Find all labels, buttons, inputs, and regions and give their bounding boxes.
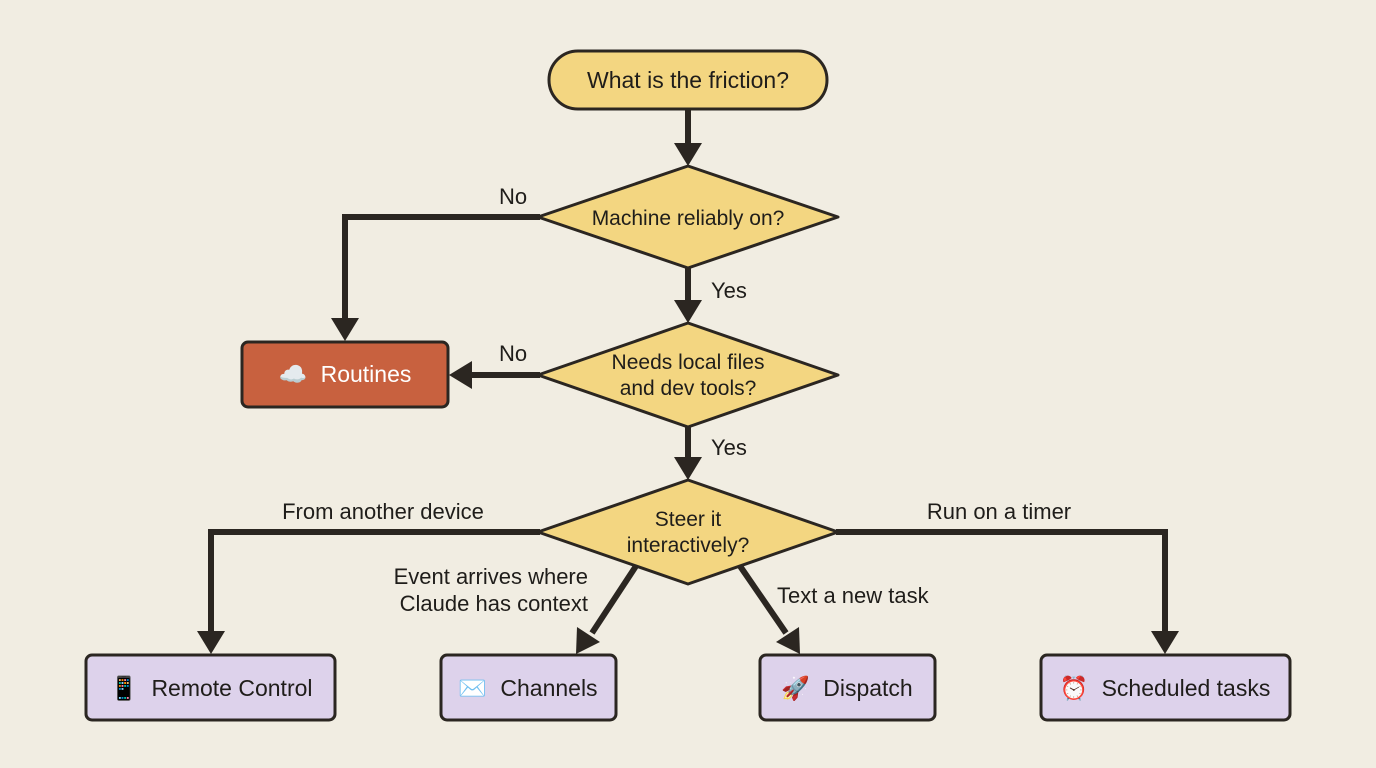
dispatch-node: 🚀 Dispatch [758,653,937,722]
scheduled-tasks-label: Scheduled tasks [1102,675,1271,701]
edge-labels: No Yes No Yes From another device Run on… [282,184,1071,616]
scheduled-tasks-node: ⏰ Scheduled tasks [1039,653,1292,722]
svg-text:📱 Remote Control: 📱 Remote Control [109,675,312,702]
cloud-icon: ☁️ [279,362,308,388]
decision-machine-on-label: Machine reliably on? [592,207,785,230]
arrowhead [331,318,359,341]
arrowhead [576,627,600,654]
decision-steer-line2: interactively? [627,534,750,557]
channels-node: ✉️ Channels [439,653,618,722]
label-q1-yes: Yes [711,278,747,303]
edge-q3-scheduled [836,529,1168,633]
arrowhead [1151,631,1179,654]
decision-machine-on: Machine reliably on? [536,164,840,270]
label-q3-remote: From another device [282,499,484,524]
routines-node: ☁️ Routines [240,340,450,409]
arrowhead [776,627,800,654]
alarm-clock-icon: ⏰ [1060,674,1089,702]
edge-q3-remote [208,529,540,633]
label-q3-channels-line2: Claude has context [400,591,588,616]
edge-q1-no [342,214,540,320]
dispatch-label: Dispatch [823,675,912,701]
phone-icon: 📱 [109,675,138,702]
decision-local-files-line2: and dev tools? [620,377,757,400]
svg-text:☁️ Routines: ☁️ Routines [279,361,412,388]
svg-text:✉️ Channels: ✉️ Channels [458,675,597,702]
edge-q3-dispatch [737,564,789,635]
decision-local-files-line1: Needs local files [612,351,765,374]
connectors [197,110,1179,654]
svg-text:⏰ Scheduled tasks: ⏰ Scheduled tasks [1060,674,1271,702]
label-q1-no: No [499,184,527,209]
decision-local-files: Needs local files and dev tools? [536,321,840,429]
arrowhead [674,143,702,166]
envelope-icon: ✉️ [458,676,487,702]
label-q3-dispatch: Text a new task [777,583,930,608]
arrowhead [449,361,472,389]
label-q3-channels-line1: Event arrives where [394,564,588,589]
label-q2-yes: Yes [711,435,747,460]
arrowhead [674,457,702,480]
decision-steer-interactively: Steer it interactively? [536,478,840,586]
routines-label: Routines [321,361,412,387]
start-node-label: What is the friction? [587,67,789,93]
label-q2-no: No [499,341,527,366]
decision-steer-line1: Steer it [655,508,722,531]
start-node: What is the friction? [547,49,829,111]
arrowhead [197,631,225,654]
rocket-icon: 🚀 [781,675,810,702]
edge-q3-channels [589,564,639,635]
arrowhead [674,300,702,323]
svg-text:🚀 Dispatch: 🚀 Dispatch [781,675,912,702]
remote-control-label: Remote Control [151,675,312,701]
channels-label: Channels [500,675,597,701]
label-q3-scheduled: Run on a timer [927,499,1071,524]
remote-control-node: 📱 Remote Control [84,653,337,722]
